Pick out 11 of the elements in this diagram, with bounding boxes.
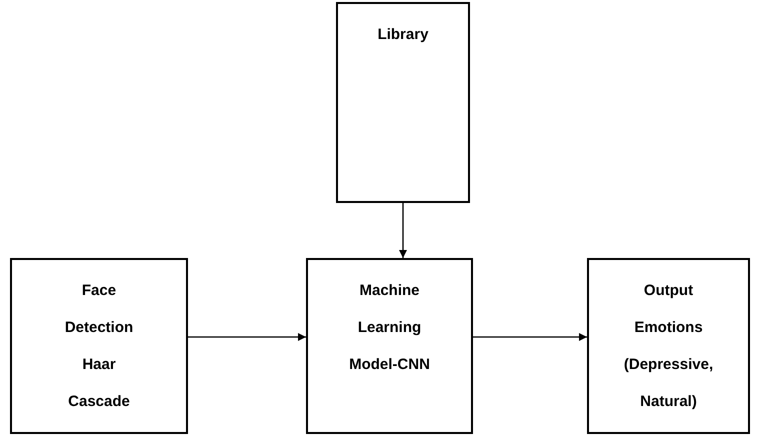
box-label: Output Emotions (Depressive, Natural) bbox=[622, 281, 714, 412]
process-box bbox=[10, 258, 188, 434]
box-label: Machine Learning Model-CNN bbox=[348, 281, 431, 375]
process-box bbox=[336, 2, 470, 203]
arrow bbox=[473, 333, 587, 341]
arrow bbox=[188, 333, 306, 341]
process-box bbox=[587, 258, 750, 434]
box-label: Library bbox=[376, 25, 430, 45]
arrow bbox=[399, 203, 407, 258]
process-box bbox=[306, 258, 473, 434]
box-label: Face Detection Haar Cascade bbox=[64, 281, 134, 412]
